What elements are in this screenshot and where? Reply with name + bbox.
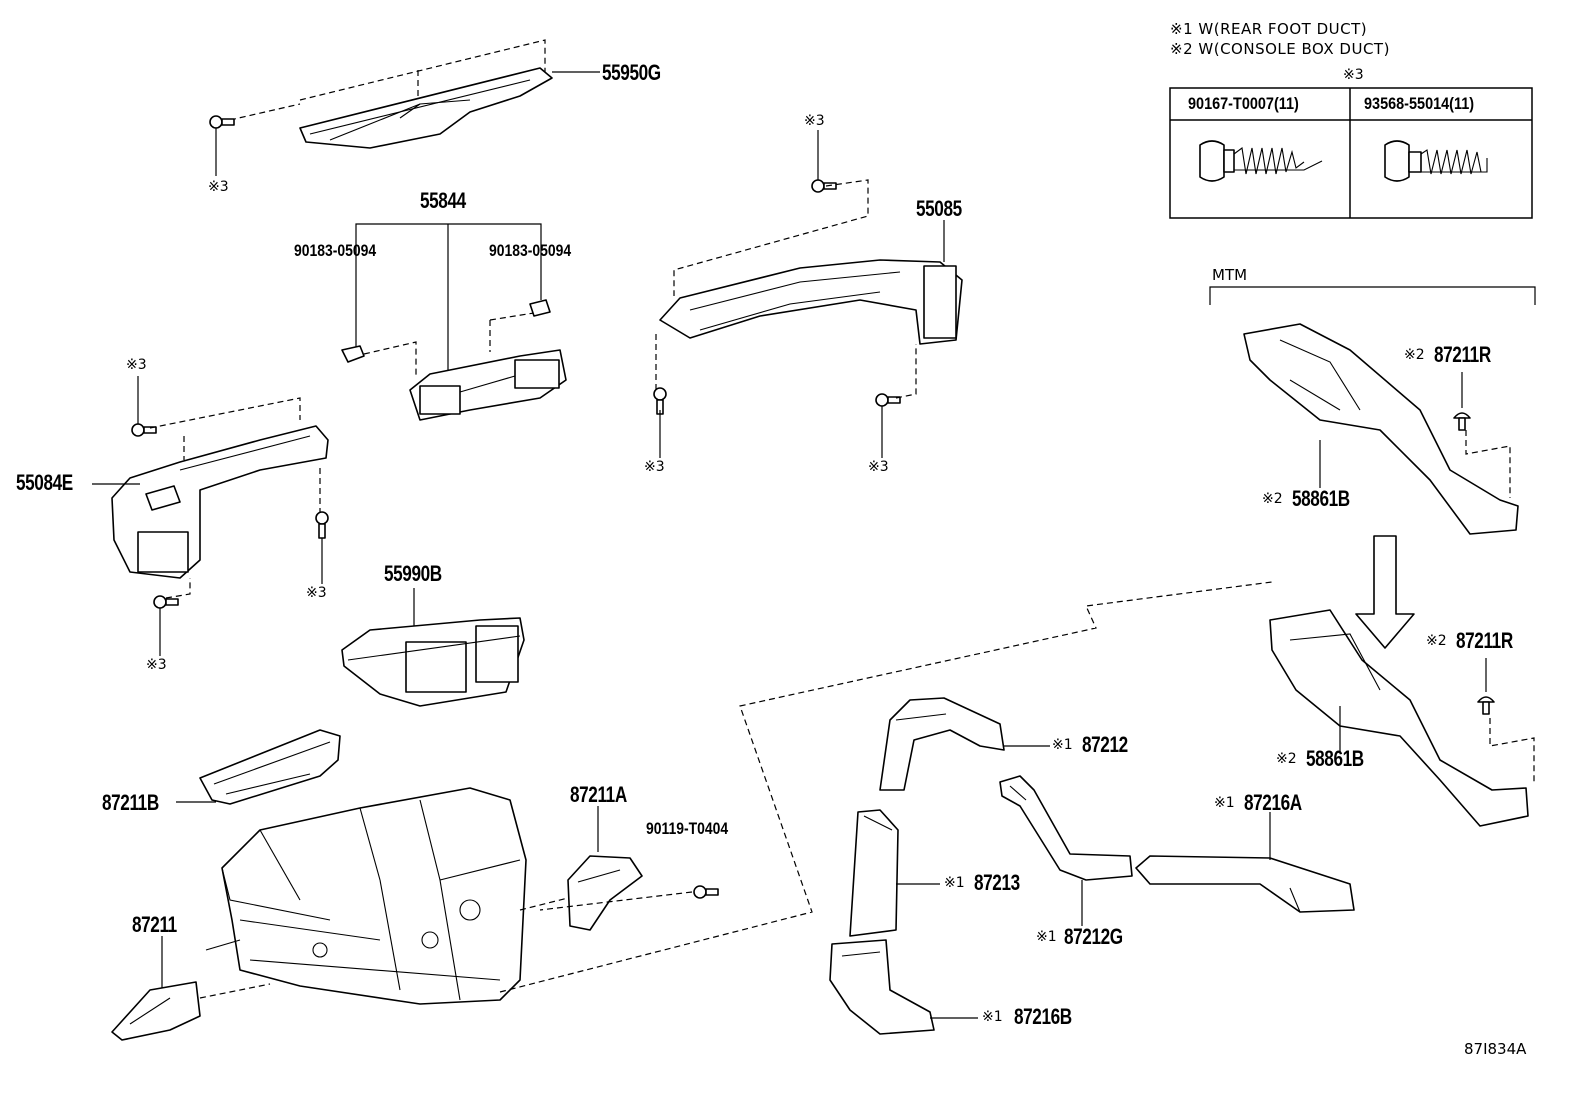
table-ref-mark: ※3 (1343, 67, 1364, 83)
part-90119: 90119-T0404 (646, 819, 729, 838)
part-58861b-top: 58861B (1292, 486, 1350, 511)
duct-58861b-bottom (1269, 609, 1535, 827)
mark-3-clip-55084e-right: ※3 (306, 585, 327, 601)
note-rear-foot-duct: ※1 W(REAR FOOT DUCT) (1170, 20, 1368, 38)
mark-3-clip-55084e-bottom: ※3 (146, 657, 167, 673)
screw-icon (1384, 140, 1488, 182)
duct-87216a (1135, 812, 1355, 913)
part-55990b: 55990B (384, 561, 442, 586)
duct-87212g (999, 775, 1133, 926)
table-col1-partno: 90167-T0007(11) (1188, 94, 1299, 113)
clip-screws (131, 115, 1495, 899)
part-87213: 87213 (974, 870, 1020, 895)
table-col2-partno: 93568-55014(11) (1364, 94, 1475, 113)
part-55950g: 55950G (602, 60, 661, 85)
part-87216b: 87216B (1014, 1004, 1072, 1029)
duct-58861b-top (1243, 323, 1519, 535)
mark-3-clip-55085-left: ※3 (644, 459, 665, 475)
part-87216a: 87216A (1244, 790, 1302, 815)
part-87211r-top: 87211R (1434, 342, 1491, 367)
tapping-screw-icon (1199, 140, 1323, 182)
drawing-code: 87I834A (1464, 1040, 1527, 1058)
part-55844: 55844 (420, 188, 466, 213)
part-55085: 55085 (916, 196, 962, 221)
part-55084e: 55084E (16, 470, 73, 495)
part-58861b-bottom: 58861B (1306, 746, 1364, 771)
part-87212: 87212 (1082, 732, 1128, 757)
mark-2-87211r-bottom: ※2 (1426, 633, 1447, 649)
duct-55990b (341, 588, 525, 707)
fastener-table (1169, 87, 1533, 219)
filter-87211b (176, 729, 341, 805)
part-87211b: 87211B (102, 790, 159, 815)
part-87211a: 87211A (570, 782, 627, 807)
dashed-connection (499, 581, 1273, 993)
mark-2-87211r-top: ※2 (1404, 347, 1425, 363)
hvac-unit (205, 787, 527, 1005)
mtm-bracket (1209, 286, 1536, 305)
mark-3-clip-55085-right: ※3 (868, 459, 889, 475)
mark-1-87212g: ※1 (1036, 929, 1057, 945)
duct-87212 (879, 697, 1050, 791)
mark-1-87216b: ※1 (982, 1009, 1003, 1025)
down-arrow-icon (1355, 535, 1415, 649)
mark-3-clip-55950g: ※3 (208, 179, 229, 195)
duct-55084e (92, 397, 329, 599)
register-55844 (341, 223, 567, 421)
part-90183-right: 90183-05094 (489, 241, 572, 260)
duct-55950g (229, 39, 600, 149)
duct-87211a (519, 806, 643, 931)
duct-87216b (829, 939, 978, 1035)
part-87212g: 87212G (1064, 924, 1123, 949)
duct-55085 (655, 179, 963, 399)
mark-1-87212: ※1 (1052, 737, 1073, 753)
duct-87211 (111, 936, 271, 1041)
part-87211r-bottom: 87211R (1456, 628, 1513, 653)
duct-87213 (849, 809, 940, 937)
part-87211: 87211 (132, 912, 177, 937)
mark-3-clip-55084e-top: ※3 (126, 357, 147, 373)
mark-2-58861b-top: ※2 (1262, 491, 1283, 507)
part-90183-left: 90183-05094 (294, 241, 377, 260)
mark-1-87216a: ※1 (1214, 795, 1235, 811)
note-console-box-duct: ※2 W(CONSOLE BOX DUCT) (1170, 40, 1390, 58)
mark-2-58861b-bottom: ※2 (1276, 751, 1297, 767)
mark-3-clip-55085-top: ※3 (804, 113, 825, 129)
mark-1-87213: ※1 (944, 875, 965, 891)
mtm-label: MTM (1212, 266, 1248, 284)
